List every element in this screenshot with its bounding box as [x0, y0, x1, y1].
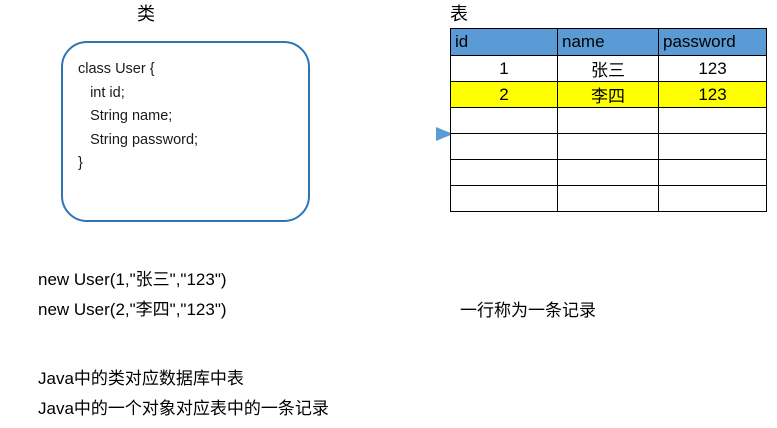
cell-password: [658, 107, 767, 134]
table-row-empty: [450, 185, 767, 212]
object-instantiation-note: new User(1,"张三","123") new User(2,"李四","…: [38, 270, 227, 319]
class-definition-box: [61, 41, 310, 222]
cell-password: [658, 159, 767, 186]
cell-name: [557, 159, 659, 186]
table-row-empty: [450, 133, 767, 160]
table-row-highlighted: 2 李四 123: [450, 81, 767, 108]
cell-id: [450, 133, 558, 160]
table-row-empty: [450, 159, 767, 186]
column-header-password: password: [658, 28, 767, 56]
column-header-id: id: [450, 28, 558, 56]
table-section-title: 表: [450, 4, 468, 24]
mapping-arrow-icon: [305, 127, 453, 141]
cell-name: 张三: [557, 55, 659, 82]
cell-id: 1: [450, 55, 558, 82]
cell-id: [450, 185, 558, 212]
user-data-table: id name password 1 张三 123 2 李四 123: [450, 28, 767, 212]
cell-password: [658, 185, 767, 212]
cell-password: 123: [658, 81, 767, 108]
cell-name: [557, 107, 659, 134]
cell-password: [658, 133, 767, 160]
row-is-record-note: 一行称为一条记录: [460, 301, 596, 320]
cell-name: 李四: [557, 81, 659, 108]
cell-id: [450, 107, 558, 134]
cell-id: [450, 159, 558, 186]
cell-name: [557, 133, 659, 160]
class-definition-code: class User { int id; String name; String…: [78, 61, 199, 171]
cell-id: 2: [450, 81, 558, 108]
column-header-name: name: [557, 28, 659, 56]
table-row: 1 张三 123: [450, 55, 767, 82]
class-table-mapping-note: Java中的类对应数据库中表 Java中的一个对象对应表中的一条记录: [38, 369, 329, 418]
table-header-row: id name password: [450, 28, 767, 56]
cell-password: 123: [658, 55, 767, 82]
table-row-empty: [450, 107, 767, 134]
class-section-title: 类: [137, 4, 155, 24]
cell-name: [557, 185, 659, 212]
